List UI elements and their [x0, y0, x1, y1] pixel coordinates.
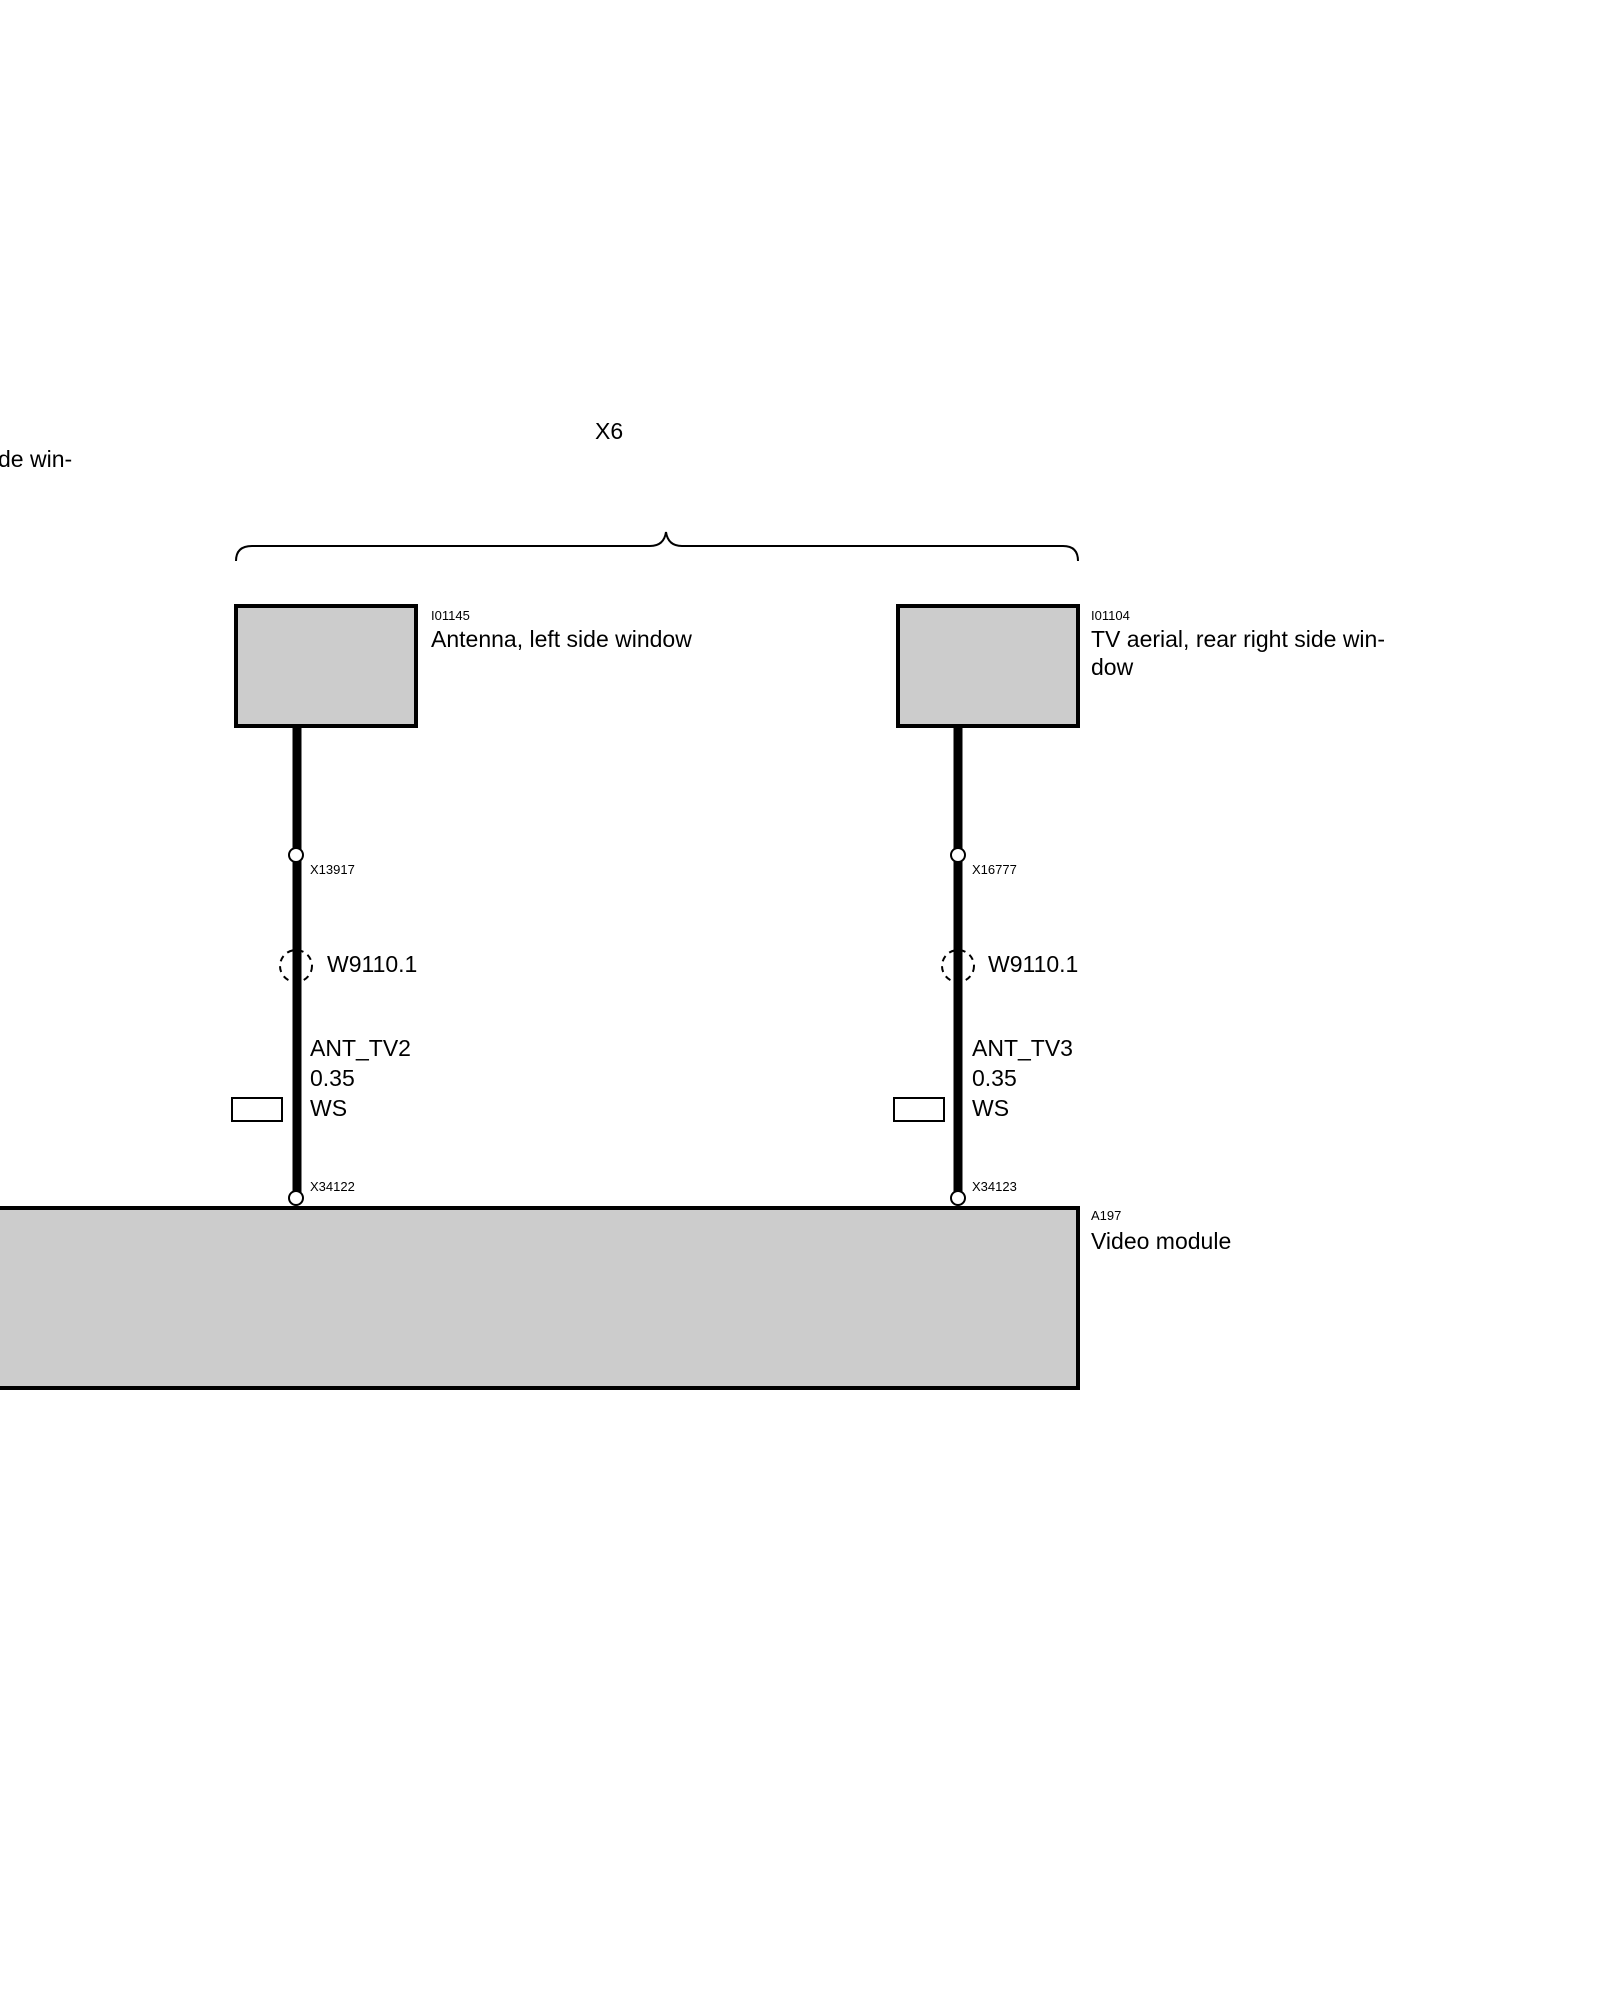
connector-left-bottom: X34122 [310, 1179, 355, 1194]
component-right-name-line1: TV aerial, rear right side win- [1091, 626, 1385, 652]
shield-right-ref: W9110.1 [988, 951, 1078, 977]
connector-right-bottom: X34123 [972, 1179, 1017, 1194]
module-id: A197 [1091, 1208, 1121, 1223]
component-right-name-line2: dow [1091, 654, 1134, 680]
shield-left-icon [279, 949, 313, 983]
group-label: X6 [595, 418, 623, 444]
video-module-box [0, 1206, 1080, 1390]
wire-right-tag [893, 1097, 945, 1122]
shield-left-ref: W9110.1 [327, 951, 417, 977]
wire-left-signal: ANT_TV2 [310, 1035, 411, 1061]
antenna-left-box [234, 604, 418, 728]
pin-left-bottom [288, 1190, 304, 1206]
module-name: Video module [1091, 1228, 1231, 1254]
pin-right-top [950, 847, 966, 863]
group-brace [235, 531, 1079, 562]
component-right-id: I01104 [1091, 608, 1130, 623]
connector-left-top: X13917 [310, 862, 355, 877]
connector-right-top: X16777 [972, 862, 1017, 877]
component-left-name: Antenna, left side window [431, 626, 692, 652]
cut-off-label: de win- [0, 446, 72, 472]
wire-left-color: WS [310, 1095, 347, 1121]
pin-right-bottom [950, 1190, 966, 1206]
wire-right-color: WS [972, 1095, 1009, 1121]
wire-left-tag [231, 1097, 283, 1122]
antenna-right-box [896, 604, 1080, 728]
pin-left-top [288, 847, 304, 863]
component-left-id: I01145 [431, 608, 470, 623]
wire-left-cross-section: 0.35 [310, 1065, 355, 1091]
wire-right-cross-section: 0.35 [972, 1065, 1017, 1091]
wire-right-signal: ANT_TV3 [972, 1035, 1073, 1061]
shield-right-icon [941, 949, 975, 983]
